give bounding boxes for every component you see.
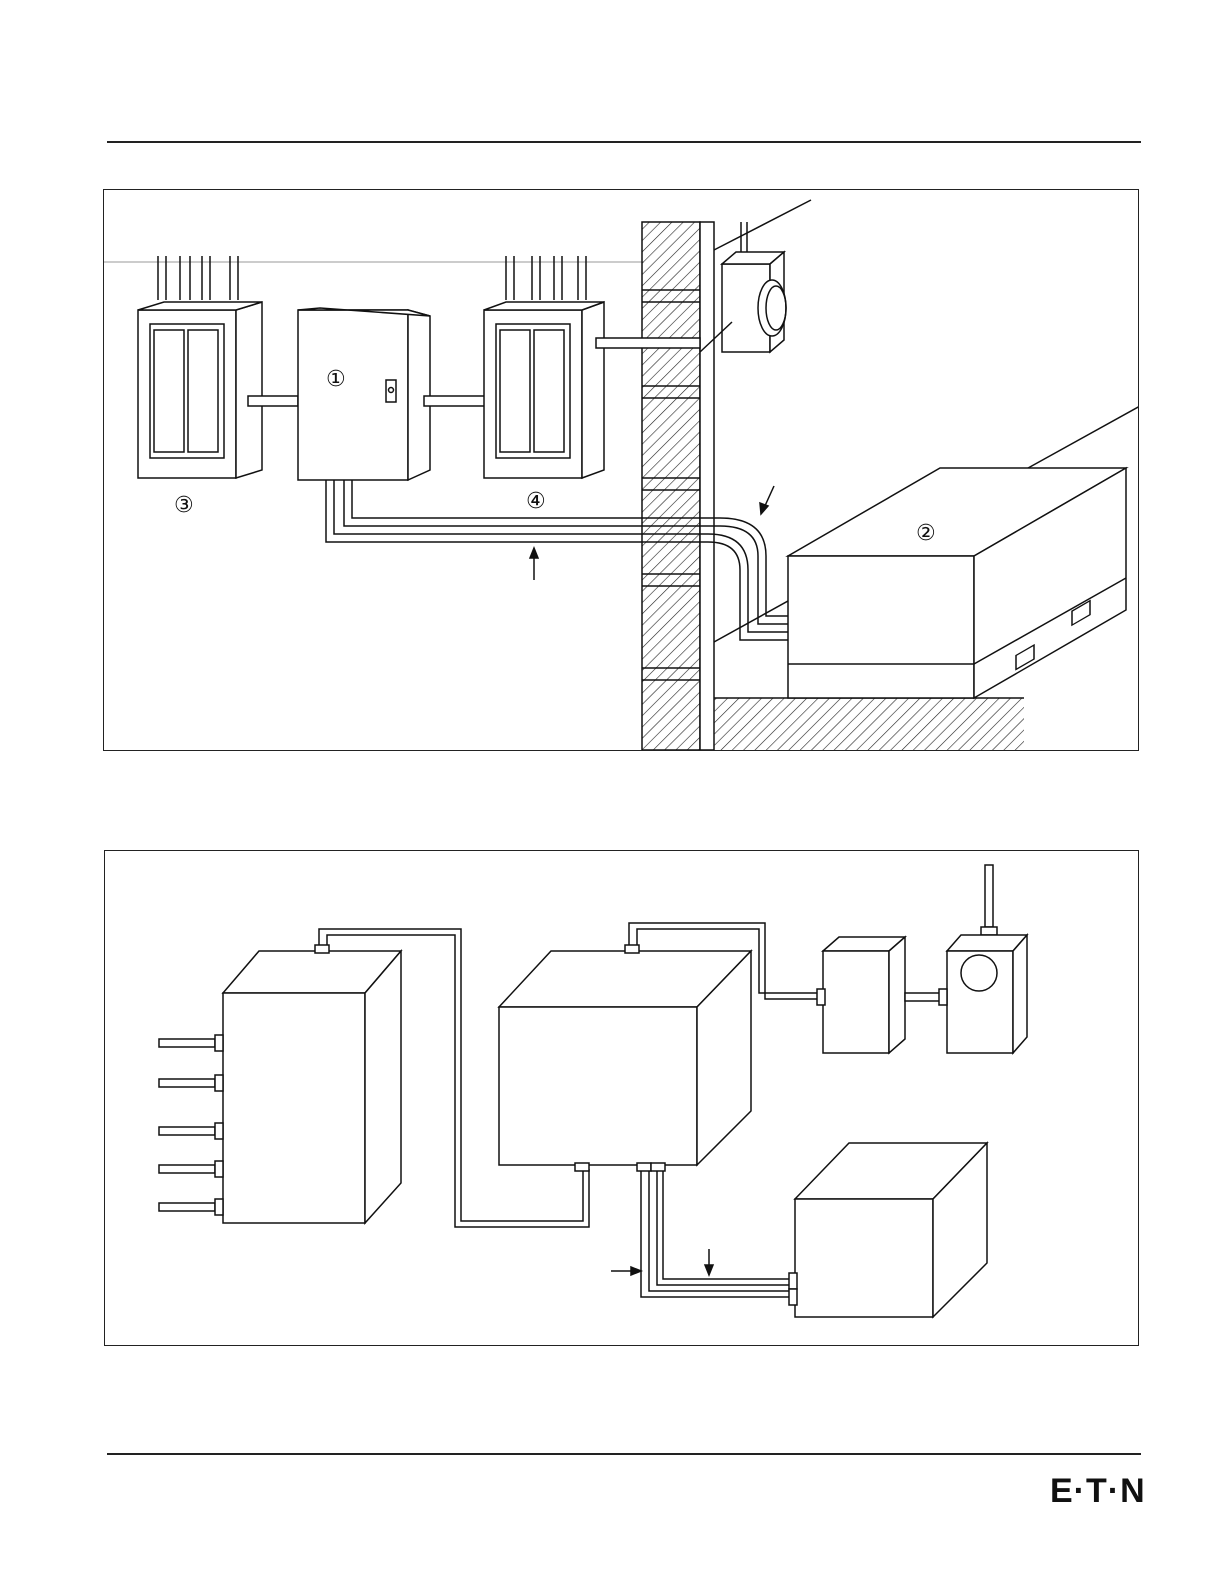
- generator-box: [789, 1143, 987, 1317]
- transfer-switch-1: [298, 308, 430, 480]
- footer-rule: [107, 1453, 1141, 1455]
- callout-2: ②: [916, 521, 936, 546]
- load-center-box: [159, 945, 401, 1223]
- header-rule: [107, 141, 1141, 143]
- utility-meter-box: [939, 865, 1027, 1053]
- service-disconnect-box: [817, 937, 947, 1053]
- callout-3: ③: [174, 493, 194, 518]
- callout-4: ④: [526, 489, 546, 514]
- generator-2: [714, 406, 1139, 698]
- panel-3: [138, 256, 262, 478]
- figure-installation-diagram: ① ② ③ ④: [103, 189, 1139, 751]
- figure-wiring-diagram: [104, 850, 1139, 1346]
- installation-drawing: ① ② ③ ④: [104, 190, 1139, 751]
- eaton-logo-icon: E·T·N: [1050, 1472, 1146, 1511]
- wiring-drawing: [105, 851, 1139, 1346]
- callout-1: ①: [326, 367, 346, 392]
- transfer-switch-box: [499, 945, 751, 1171]
- panel-4: [484, 256, 604, 478]
